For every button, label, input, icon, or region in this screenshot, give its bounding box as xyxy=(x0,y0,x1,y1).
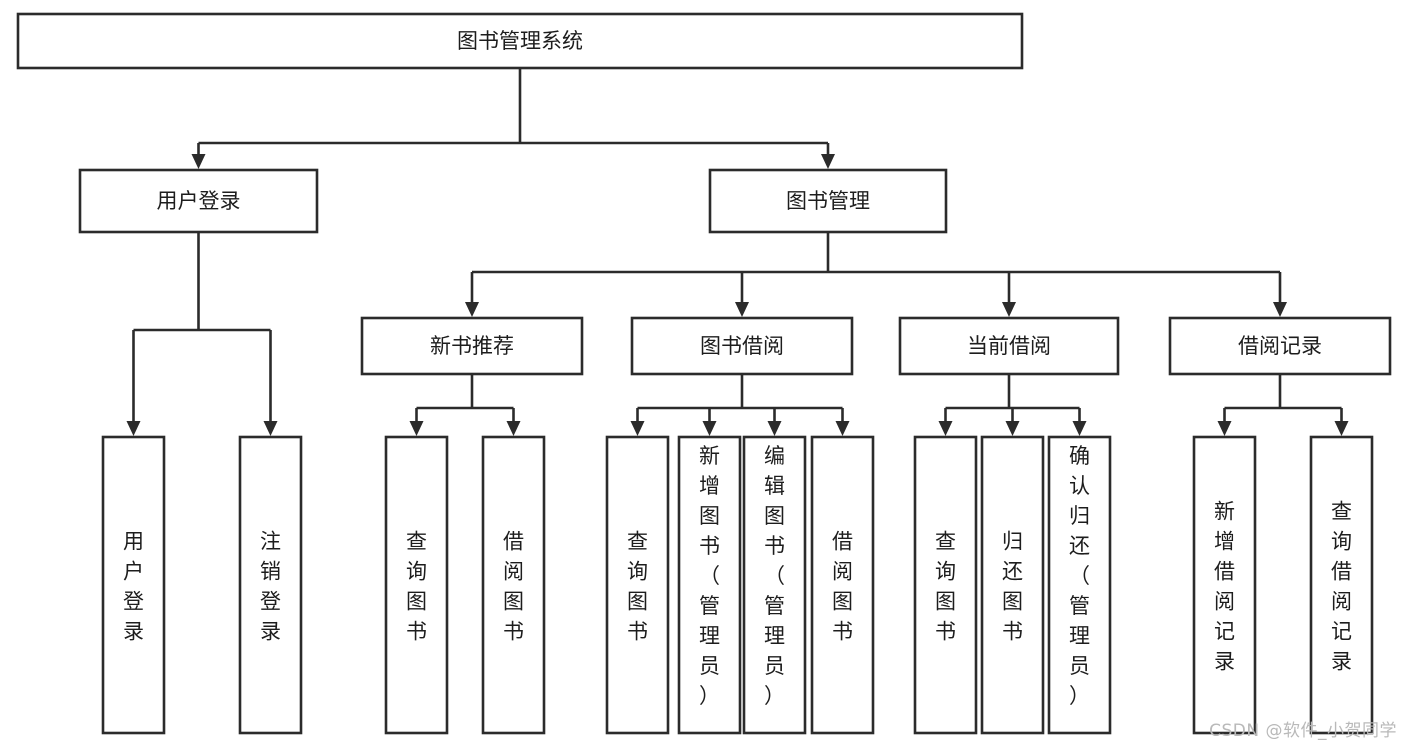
node-box-user-login xyxy=(78,168,319,234)
edge-user-login-to-leaves xyxy=(126,232,278,436)
node-borrow-record[interactable]: 借阅记录 xyxy=(1168,316,1392,376)
node-label-current-borrow: 当前借阅 xyxy=(967,334,1051,358)
edge-borrow-record-to-leaves xyxy=(1217,374,1349,436)
arrow-head-icon xyxy=(1217,421,1232,436)
node-label-leaf-add-book: 新增图书（管理员） xyxy=(699,444,720,708)
node-box-leaf-query-book-1 xyxy=(384,435,449,735)
node-leaf-add-record[interactable]: 新增借阅记录 xyxy=(1192,435,1257,735)
node-box-current-borrow xyxy=(898,316,1120,376)
node-current-borrow[interactable]: 当前借阅 xyxy=(898,316,1120,376)
node-box-book-manage xyxy=(708,168,948,234)
node-label-user-login: 用户登录 xyxy=(157,189,241,213)
node-label-leaf-query-book-1: 查询图书 xyxy=(406,529,427,643)
node-leaf-confirm-return[interactable]: 确认归还（管理员） xyxy=(1047,435,1112,735)
node-user-login[interactable]: 用户登录 xyxy=(78,168,319,234)
connector-edges xyxy=(126,68,1349,436)
node-box-book-borrow xyxy=(630,316,854,376)
node-label-book-borrow: 图书借阅 xyxy=(700,334,784,358)
node-label-root: 图书管理系统 xyxy=(457,29,583,53)
node-box-leaf-query-book-2 xyxy=(605,435,670,735)
node-book-borrow[interactable]: 图书借阅 xyxy=(630,316,854,376)
arrow-head-icon xyxy=(938,421,953,436)
node-leaf-add-book[interactable]: 新增图书（管理员） xyxy=(677,435,742,735)
node-box-leaf-query-book-3 xyxy=(913,435,978,735)
node-leaf-edit-book[interactable]: 编辑图书（管理员） xyxy=(742,435,807,735)
node-box-new-book-recommend xyxy=(360,316,584,376)
diagram-nodes: 图书管理系统用户登录图书管理新书推荐图书借阅当前借阅借阅记录用户登录注销登录查询… xyxy=(16,12,1392,735)
node-label-leaf-query-book-2: 查询图书 xyxy=(627,529,648,643)
node-label-leaf-query-record: 查询借阅记录 xyxy=(1331,499,1352,673)
node-box-leaf-edit-book xyxy=(742,435,807,735)
node-label-leaf-edit-book: 编辑图书（管理员） xyxy=(764,444,785,708)
node-label-borrow-record: 借阅记录 xyxy=(1238,334,1322,358)
node-leaf-query-record[interactable]: 查询借阅记录 xyxy=(1309,435,1374,735)
node-box-leaf-query-record xyxy=(1309,435,1374,735)
node-box-root xyxy=(16,12,1024,70)
edge-root-to-level2 xyxy=(191,68,835,169)
node-box-borrow-record xyxy=(1168,316,1392,376)
arrow-head-icon xyxy=(409,421,424,436)
arrow-head-icon xyxy=(1072,421,1087,436)
arrow-head-icon xyxy=(1002,302,1016,317)
arrow-head-icon xyxy=(702,421,717,436)
node-leaf-return-book[interactable]: 归还图书 xyxy=(980,435,1045,735)
node-leaf-user-logout[interactable]: 注销登录 xyxy=(238,435,303,735)
node-leaf-query-book-2[interactable]: 查询图书 xyxy=(605,435,670,735)
node-label-book-manage: 图书管理 xyxy=(786,189,870,213)
node-box-leaf-add-book xyxy=(677,435,742,735)
node-box-leaf-user-logout xyxy=(238,435,303,735)
arrow-head-icon xyxy=(735,302,749,317)
arrow-head-icon xyxy=(821,154,835,169)
arrow-head-icon xyxy=(263,421,278,436)
node-box-leaf-return-book xyxy=(980,435,1045,735)
node-leaf-query-book-1[interactable]: 查询图书 xyxy=(384,435,449,735)
node-label-new-book-recommend: 新书推荐 xyxy=(430,334,514,358)
arrow-head-icon xyxy=(835,421,850,436)
node-box-leaf-borrow-book-2 xyxy=(810,435,875,735)
arrow-head-icon xyxy=(191,154,206,169)
node-new-book-recommend[interactable]: 新书推荐 xyxy=(360,316,584,376)
node-leaf-user-login[interactable]: 用户登录 xyxy=(101,435,166,735)
node-box-leaf-user-login xyxy=(101,435,166,735)
edge-book-manage-to-level3 xyxy=(465,232,1287,317)
node-box-leaf-add-record xyxy=(1192,435,1257,735)
node-label-leaf-add-record: 新增借阅记录 xyxy=(1214,499,1235,673)
arrow-head-icon xyxy=(465,302,479,317)
arrow-head-icon xyxy=(506,421,521,436)
arrow-head-icon xyxy=(630,421,645,436)
node-label-leaf-borrow-book-1: 借阅图书 xyxy=(503,529,524,643)
node-leaf-query-book-3[interactable]: 查询图书 xyxy=(913,435,978,735)
arrow-head-icon xyxy=(767,421,782,436)
arrow-head-icon xyxy=(126,421,141,436)
node-box-leaf-confirm-return xyxy=(1047,435,1112,735)
arrow-head-icon xyxy=(1334,421,1349,436)
node-leaf-borrow-book-2[interactable]: 借阅图书 xyxy=(810,435,875,735)
node-book-manage[interactable]: 图书管理 xyxy=(708,168,948,234)
node-label-leaf-return-book: 归还图书 xyxy=(1002,529,1023,643)
node-label-leaf-user-logout: 注销登录 xyxy=(260,529,281,643)
node-root[interactable]: 图书管理系统 xyxy=(16,12,1024,70)
node-label-leaf-confirm-return: 确认归还（管理员） xyxy=(1069,444,1090,708)
edge-current-borrow-to-leaves xyxy=(938,374,1087,436)
edge-book-borrow-to-leaves xyxy=(630,374,850,436)
node-label-leaf-borrow-book-2: 借阅图书 xyxy=(832,529,853,643)
arrow-head-icon xyxy=(1273,302,1287,317)
node-box-leaf-borrow-book-1 xyxy=(481,435,546,735)
edge-new-book-recommend-to-leaves xyxy=(409,374,521,436)
node-leaf-borrow-book-1[interactable]: 借阅图书 xyxy=(481,435,546,735)
node-label-leaf-user-login: 用户登录 xyxy=(123,529,144,643)
arrow-head-icon xyxy=(1005,421,1020,436)
node-label-leaf-query-book-3: 查询图书 xyxy=(935,529,956,643)
